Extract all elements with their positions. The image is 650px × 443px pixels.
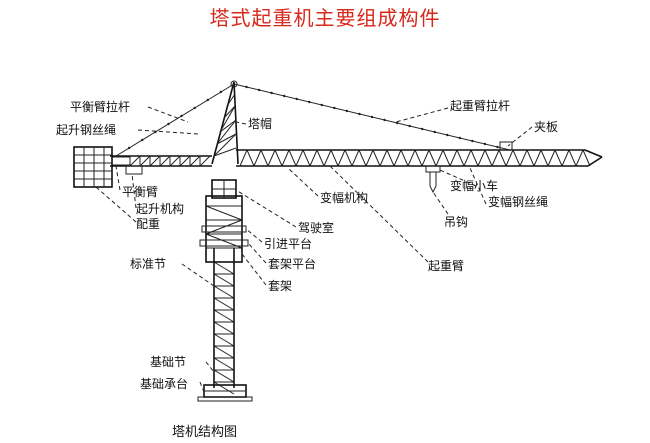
label-hook: 吊钩 — [444, 215, 468, 229]
tower-mast — [213, 248, 235, 395]
hoist-drum — [125, 165, 143, 175]
label-foundation: 基础承台 — [140, 376, 188, 391]
component-labels: 平衡臂拉杆 起升钢丝绳 塔帽 起重臂拉杆 夹板 平衡臂 起升机构 配重 变幅机构… — [56, 98, 558, 391]
climbing-frame — [199, 195, 249, 263]
counterweight-block — [73, 146, 113, 188]
tower-head — [211, 80, 239, 165]
cab — [211, 179, 237, 199]
label-counter-jib: 平衡臂 — [122, 185, 158, 199]
label-climbing-frame: 套架 — [268, 279, 292, 293]
label-hoist-rope: 起升钢丝绳 — [56, 123, 116, 137]
foundation-base — [197, 384, 253, 402]
label-base-section: 基础节 — [150, 355, 186, 369]
counter-jib — [110, 155, 212, 167]
label-clamp-plate: 夹板 — [534, 120, 558, 134]
label-counter-jib-tie: 平衡臂拉杆 — [70, 99, 130, 114]
label-climbing-platform: 套架平台 — [268, 256, 316, 271]
label-cab: 驾驶室 — [298, 220, 334, 235]
trolley-and-hook — [425, 165, 441, 194]
diagram-title: 塔式起重机主要组成构件 — [209, 6, 441, 30]
label-counterweight: 配重 — [136, 217, 160, 231]
label-jib: 起重臂 — [428, 259, 464, 273]
label-luffing-rope: 变幅钢丝绳 — [488, 194, 548, 209]
label-hoist-mechanism: 起升机构 — [136, 201, 184, 216]
leader-lines — [95, 106, 533, 393]
label-trolley: 变幅小车 — [450, 178, 498, 193]
label-lead-platform: 引进平台 — [264, 236, 312, 251]
clamp-plate — [499, 141, 513, 151]
diagram-caption: 塔机结构图 — [172, 425, 238, 440]
label-jib-tie: 起重臂拉杆 — [450, 98, 510, 113]
jib — [236, 149, 603, 167]
tie-rods — [115, 83, 511, 157]
label-luffing-mechanism: 变幅机构 — [320, 190, 368, 205]
label-tower-head: 塔帽 — [248, 116, 272, 131]
label-standard-section: 标准节 — [130, 257, 166, 271]
